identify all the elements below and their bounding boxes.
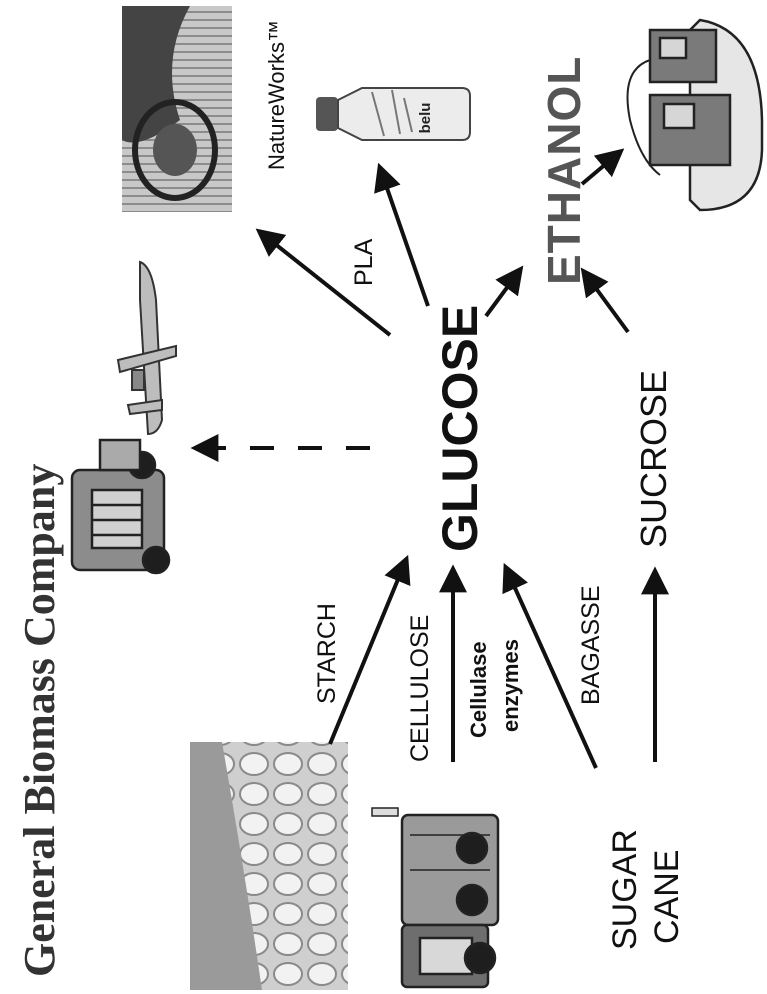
glucose-node: GLUCOSE [432,304,488,552]
sugar-cane-label-line2: CANE [648,849,686,944]
cellulase-label-line1: Cellulase [466,641,491,738]
semi-truck-image [70,438,171,575]
bagasse-label: BAGASSE [577,585,605,706]
cellulose-label: CELLULOSE [406,614,434,762]
natureworks-label: NatureWorks™ [264,20,289,170]
fuel-pump-image [626,18,764,212]
dump-truck-image [371,807,500,989]
pla-label: PLA [350,238,378,286]
fabric-roll-image [122,6,232,212]
ethanol-node: ETHANOL [538,55,590,285]
corn-cob-image [190,742,348,990]
sucrose-node: SUCROSE [633,369,674,548]
diagram-arrows [190,148,669,769]
sugar-cane-label-line1: SUGAR [606,829,644,950]
page-title: General Biomass Company [15,463,64,977]
starch-label: STARCH [313,603,341,704]
airplane-image [116,260,177,436]
water-bottle-image: belu [316,87,471,141]
bottle-label: belu [417,103,434,134]
cellulase-label-line2: enzymes [498,639,523,732]
